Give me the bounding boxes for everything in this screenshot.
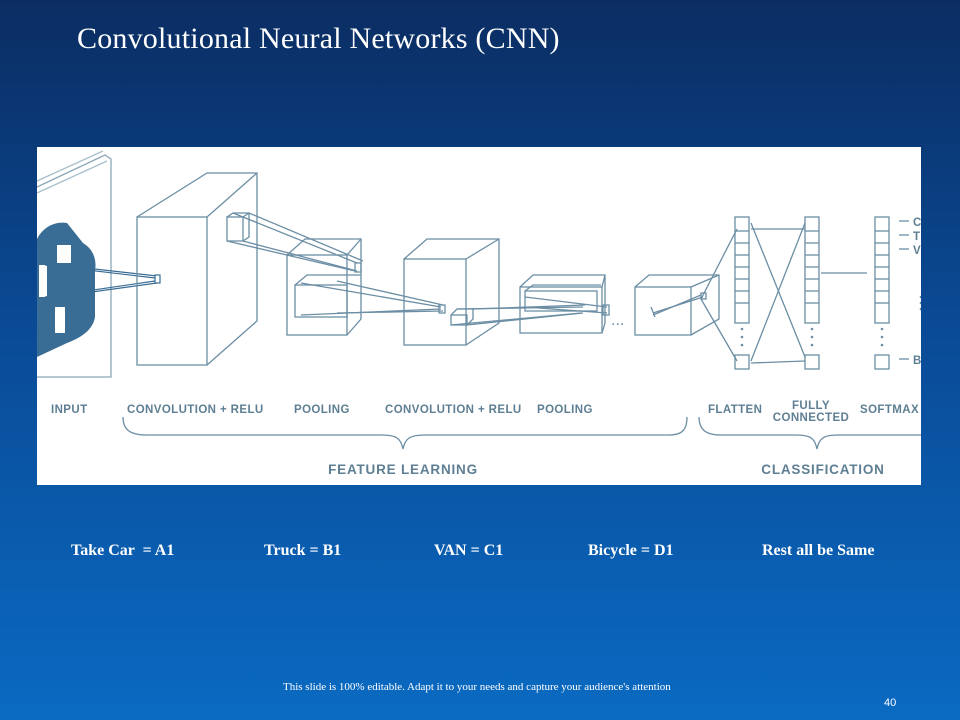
label-classification: CLASSIFICATION — [761, 462, 884, 477]
label-fully: FULLY — [792, 400, 830, 412]
input-image — [37, 150, 112, 378]
output-label-b: B — [913, 355, 921, 367]
label-feature-learning: FEATURE LEARNING — [328, 462, 478, 477]
output-label-v: V — [913, 245, 921, 257]
cnn-diagram: ... — [37, 147, 921, 485]
page-number: 40 — [884, 697, 897, 709]
label-conv1: CONVOLUTION + RELU — [127, 404, 264, 416]
output-label-c: C — [913, 217, 921, 229]
flatten-to-fc-lines — [700, 222, 806, 364]
label-conv2: CONVOLUTION + RELU — [385, 404, 522, 416]
legend-rest: Rest all be Same — [762, 542, 875, 559]
car-icon-details — [39, 245, 71, 333]
conv1-volume — [136, 172, 258, 366]
flatten-column — [734, 216, 750, 370]
pool2-volume — [519, 274, 610, 334]
legend-van: VAN = C1 — [434, 542, 504, 559]
legend-bicycle: Bicycle = D1 — [588, 542, 674, 559]
classification-brace — [698, 416, 921, 450]
label-flatten: FLATTEN — [708, 404, 762, 416]
slide-title: Convolutional Neural Networks (CNN) — [77, 22, 560, 55]
conv2-lines — [450, 304, 586, 326]
car-icon — [37, 222, 96, 357]
softmax-dots — [880, 295, 921, 347]
conv1-patch — [226, 212, 364, 273]
fc-dots — [810, 327, 814, 347]
label-pool2: POOLING — [537, 404, 593, 416]
footer-note: This slide is 100% editable. Adapt it to… — [283, 681, 671, 693]
class-legend: Take Car = A1 Truck = B1 VAN = C1 Bicycl… — [0, 542, 960, 566]
preflatten-volume — [634, 274, 720, 336]
feature-learning-brace — [122, 416, 688, 450]
label-pool1: POOLING — [294, 404, 350, 416]
pool1-volume — [286, 238, 362, 336]
legend-car: Take Car = A1 — [71, 542, 175, 559]
conv2-volume — [403, 238, 500, 346]
label-connected: CONNECTED — [773, 412, 849, 424]
softmax-column — [874, 216, 909, 370]
output-label-t: T — [913, 231, 920, 243]
flatten-dots — [740, 327, 744, 347]
label-softmax: SOFTMAX — [860, 404, 919, 416]
pool1-lines — [300, 280, 446, 316]
legend-truck: Truck = B1 — [264, 542, 342, 559]
fc-column — [804, 216, 867, 370]
label-input: INPUT — [51, 404, 88, 416]
ellipsis-1: ... — [611, 312, 624, 329]
cnn-diagram-svg: ... — [37, 150, 921, 477]
